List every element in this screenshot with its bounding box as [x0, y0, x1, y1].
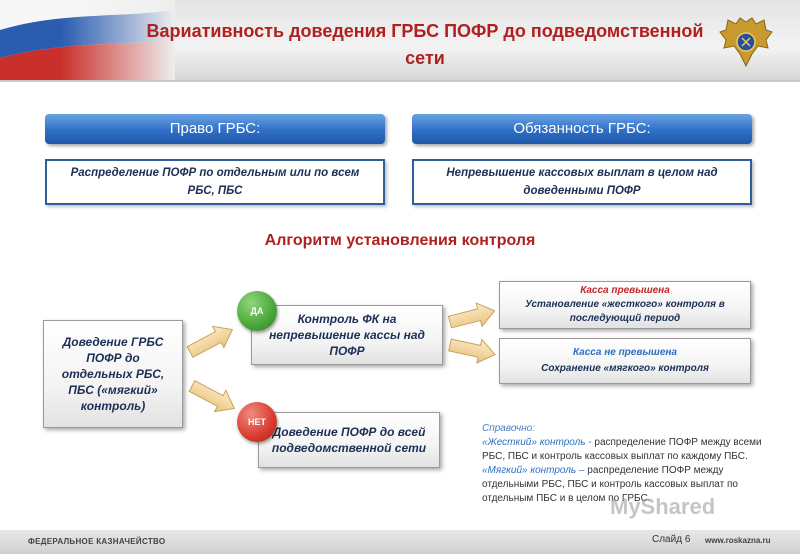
start-node-text: Доведение ГРБС ПОФР до отдельных РБС, ПБ…: [52, 334, 174, 414]
watermark: MyShared: [610, 494, 715, 520]
control-node: Контроль ФК на непревышение кассы над ПО…: [251, 305, 443, 365]
not-exceeded-text: Сохранение «мягкого» контроля: [541, 361, 709, 377]
exceeded-node: Касса превышена Установление «жесткого» …: [499, 281, 751, 329]
reference-heading: Справочно:: [482, 422, 782, 436]
arrow-control-to-not-exceeded: [448, 333, 498, 366]
start-node: Доведение ГРБС ПОФР до отдельных РБС, ПБ…: [43, 320, 183, 428]
footer-slide-number: Слайд 6: [652, 534, 690, 545]
reference-hard: «Жесткий» контроль - распределение ПОФР …: [482, 436, 782, 464]
all-network-node-text: Доведение ПОФР до всей подведомственной …: [269, 424, 429, 456]
yes-badge: ДА: [237, 291, 277, 331]
arrow-start-to-network: [186, 375, 240, 419]
exceeded-text: Установление «жесткого» контроля в после…: [510, 298, 740, 326]
control-node-text: Контроль ФК на непревышение кассы над ПО…: [262, 311, 432, 359]
not-exceeded-node: Касса не превышена Сохранение «мягкого» …: [499, 338, 751, 384]
no-badge: НЕТ: [237, 402, 277, 442]
arrow-start-to-control: [184, 319, 238, 363]
arrow-control-to-exceeded: [447, 299, 497, 333]
footer-url: www.roskazna.ru: [705, 536, 771, 545]
footer-org: ФЕДЕРАЛЬНОЕ КАЗНАЧЕЙСТВО: [28, 537, 165, 546]
not-exceeded-title: Касса не превышена: [573, 345, 677, 361]
reference-soft-term: «Мягкий» контроль –: [482, 465, 585, 476]
exceeded-title: Касса превышена: [580, 284, 670, 298]
reference-hard-term: «Жесткий» контроль -: [482, 437, 592, 448]
all-network-node: Доведение ПОФР до всей подведомственной …: [258, 412, 440, 468]
